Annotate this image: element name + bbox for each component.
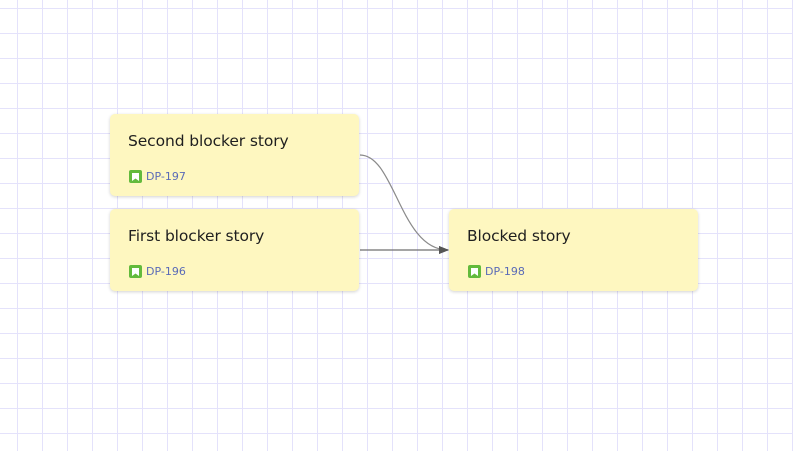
issue-key-link[interactable]: DP-197 <box>146 170 186 183</box>
story-card-dp-196[interactable]: First blocker story DP-196 <box>110 209 359 291</box>
story-title: Second blocker story <box>128 132 289 150</box>
story-icon <box>468 265 481 278</box>
story-key: DP-196 <box>129 265 186 278</box>
story-icon <box>129 265 142 278</box>
story-title: First blocker story <box>128 227 265 245</box>
story-card-dp-198[interactable]: Blocked story DP-198 <box>449 209 698 291</box>
story-key: DP-197 <box>129 170 186 183</box>
story-title: Blocked story <box>467 227 571 245</box>
story-card-dp-197[interactable]: Second blocker story DP-197 <box>110 114 359 196</box>
issue-key-link[interactable]: DP-198 <box>485 265 525 278</box>
edge-dp197-to-dp198 <box>359 154 449 254</box>
story-key: DP-198 <box>468 265 525 278</box>
story-icon <box>129 170 142 183</box>
issue-key-link[interactable]: DP-196 <box>146 265 186 278</box>
